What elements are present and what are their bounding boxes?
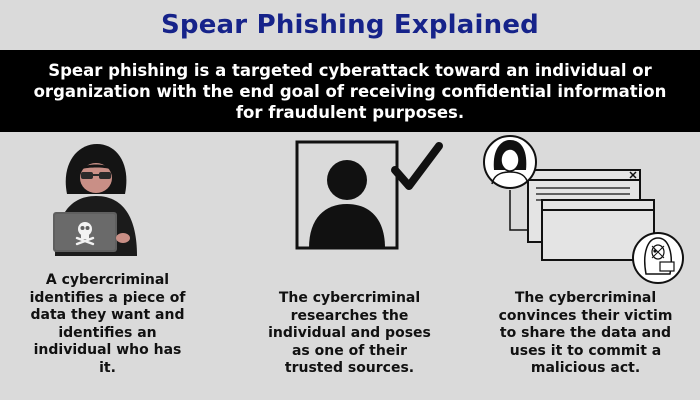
- victim-hacker-window-icon: [483, 135, 684, 284]
- definition-text: Spear phishing is a targeted cyberattack…: [33, 60, 667, 122]
- steps-section: A cybercriminal identifies a piece of da…: [0, 132, 700, 400]
- hooded-hacker-icon: [53, 144, 137, 256]
- step-1-description: A cybercriminal identifies a piece of da…: [29, 272, 186, 376]
- title-bar: Spear Phishing Explained: [0, 0, 700, 50]
- step-3-description: The cybercriminal convinces their victim…: [498, 290, 673, 376]
- step-2-description: The cybercriminal researches the individ…: [268, 290, 431, 376]
- verified-profile-icon: [295, 140, 443, 250]
- definition-banner: Spear phishing is a targeted cyberattack…: [0, 50, 700, 132]
- page-title: Spear Phishing Explained: [160, 10, 539, 40]
